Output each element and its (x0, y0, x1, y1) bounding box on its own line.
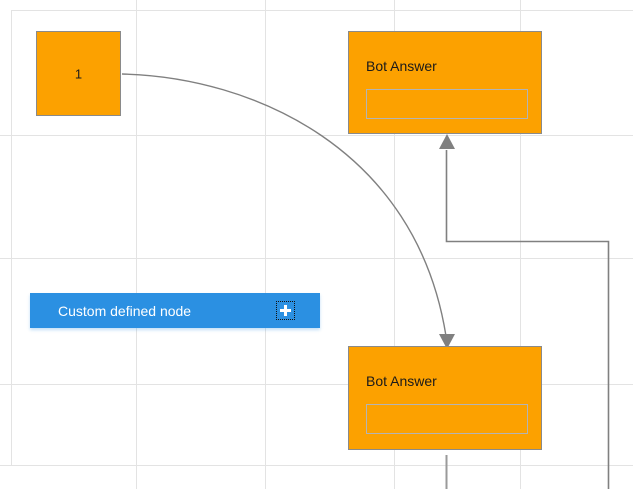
start-node-label: 1 (74, 66, 83, 81)
edge-bot-answer-bottom-to-top[interactable] (439, 134, 610, 489)
custom-defined-node-label: Custom defined node (58, 302, 192, 319)
bot-answer-node-bottom[interactable]: Bot Answer (348, 346, 542, 450)
bot-answer-title-bottom: Bot Answer (366, 373, 437, 389)
custom-defined-node[interactable]: Custom defined node (30, 293, 320, 328)
bot-answer-message-slot-top[interactable] (366, 89, 528, 119)
bot-answer-title-top: Bot Answer (366, 58, 437, 74)
edge-orthogonal-path (445, 150, 610, 489)
plus-icon[interactable] (276, 301, 295, 320)
edge-curve-path (121, 73, 447, 337)
arrowhead-up-icon (439, 134, 455, 149)
start-node[interactable]: 1 (36, 31, 121, 116)
arrowhead-down-icon (439, 334, 455, 349)
bot-answer-node-top[interactable]: Bot Answer (348, 31, 542, 134)
bot-answer-message-slot-bottom[interactable] (366, 404, 528, 434)
edge-start-to-bot-answer-bottom[interactable] (121, 73, 455, 349)
